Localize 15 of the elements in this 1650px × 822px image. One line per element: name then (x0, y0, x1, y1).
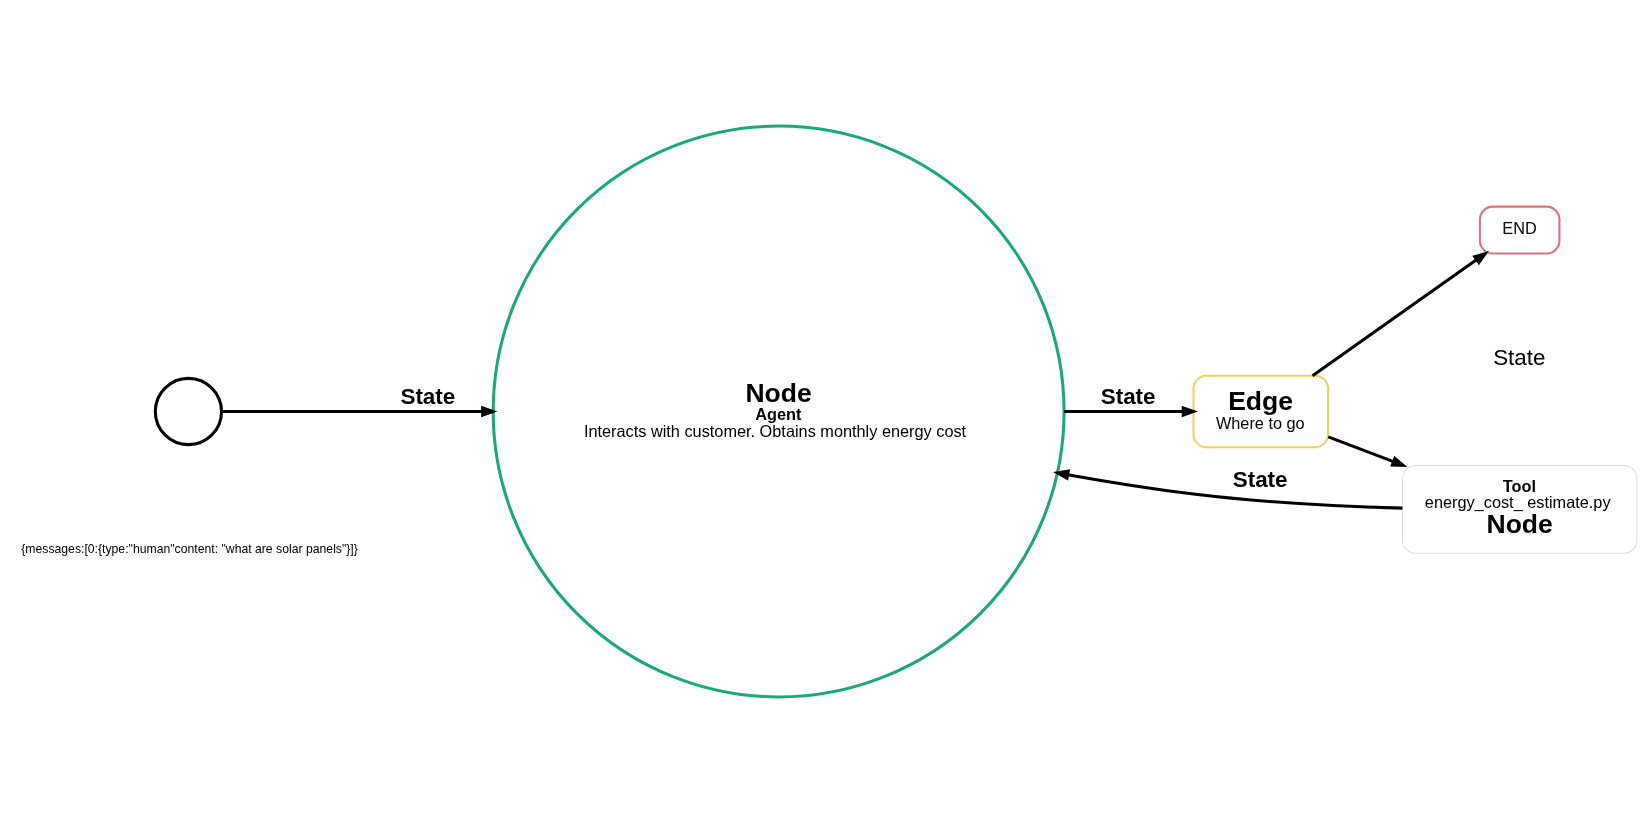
node-box: END (1478, 205, 1561, 255)
arrow (221, 405, 498, 417)
edge-label: State (1232, 466, 1288, 492)
node-box: Edge Where to go (1192, 374, 1330, 448)
node-box: Tool energy_cost_ estimate.py Node (1401, 464, 1638, 554)
label: State (1493, 344, 1546, 370)
node-person (153, 376, 224, 446)
arrow (1311, 250, 1489, 377)
arrow (1052, 468, 1403, 510)
edge-label: State (400, 383, 456, 409)
arrow (1327, 434, 1408, 467)
label: {messages:[0:{type:"human"content: "what are solar panels"}]} (21, 541, 358, 556)
node-circle: Node Agent Interacts with customer. Obtains monthly energy cost (491, 124, 1066, 698)
arrow (1064, 405, 1199, 417)
edge-label: State (1100, 383, 1156, 409)
